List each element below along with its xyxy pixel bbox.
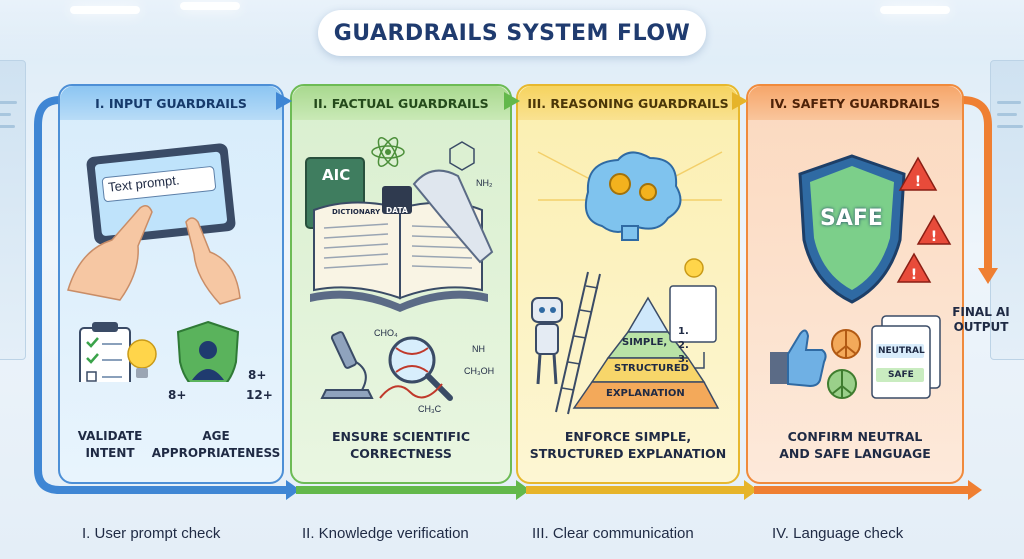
age-badge: 12+: [246, 388, 273, 402]
stage-caption: CONFIRM NEUTRAL AND SAFE LANGUAGE: [779, 429, 931, 461]
book-title-label: DICTIONARY: [332, 208, 381, 216]
stage-header: I. INPUT GUARDRAILS: [60, 86, 282, 120]
chem-label: CH₃OH: [464, 366, 495, 376]
stage-caption: ENSURE SCIENTIFIC CORRECTNESS: [331, 429, 471, 461]
list-item: 2.: [678, 340, 689, 351]
factual-illustration: [305, 137, 494, 401]
chem-label: NH₂: [476, 178, 493, 188]
chem-label: CHO₄: [374, 328, 398, 338]
age-badge: 8+: [248, 368, 267, 382]
list-item: 1.: [678, 326, 689, 337]
title-banner: GUARDRAILS SYSTEM FLOW: [318, 10, 706, 56]
right-output-arrow: [958, 96, 992, 272]
ceiling-light: [880, 6, 950, 14]
chem-label: CH₃C: [418, 404, 442, 414]
svg-text:!: !: [915, 174, 921, 190]
age-badge: 8+: [168, 388, 187, 402]
stage-header: II. FACTUAL GUARDRAILS: [292, 86, 510, 120]
stage-caption: ENFORCE SIMPLE, STRUCTURED EXPLANATION: [529, 429, 727, 461]
list-item: 3.: [678, 354, 689, 365]
shield-safe-text: SAFE: [820, 206, 883, 231]
age-appropriateness-label: AGE APPROPRIATENESS: [151, 429, 281, 460]
ceiling-light: [70, 6, 140, 14]
pyramid-level-label: STRUCTURED: [614, 363, 689, 374]
stage-reasoning-guardrails: III. REASONING GUARDRAILS: [516, 84, 740, 484]
svg-text:!: !: [931, 229, 937, 245]
pyramid-level-label: EXPLANATION: [606, 388, 685, 399]
bottom-caption-2: II. Knowledge verification: [302, 525, 469, 542]
stage-header: III. REASONING GUARDRAILS: [518, 86, 738, 120]
bottom-caption-3: III. Clear communication: [532, 525, 694, 542]
stage-safety-guardrails: IV. SAFETY GUARDRAILS !!! SAFE NEUTRAL S…: [746, 84, 964, 484]
book-cover-label: AIC: [322, 166, 351, 184]
reasoning-illustration: [531, 151, 723, 415]
chem-label: NH: [472, 344, 485, 354]
bottom-caption-4: IV. Language check: [772, 525, 904, 542]
right-wall-panel: [990, 60, 1024, 360]
bottom-arrow-head-4: [968, 480, 982, 500]
safety-illustration: !!!: [770, 154, 952, 399]
final-output-label: FINAL AI OUTPUT: [952, 305, 1010, 334]
left-wall-panel: [0, 60, 26, 360]
stage-factual-guardrails: II. FACTUAL GUARDRAILS: [290, 84, 512, 484]
input-illustration: [67, 143, 241, 382]
pyramid-level-label: SIMPLE,: [622, 337, 668, 348]
validate-intent-label: VALIDATE INTENT: [77, 429, 143, 460]
page-title: GUARDRAILS SYSTEM FLOW: [333, 20, 691, 46]
stage-header: IV. SAFETY GUARDRAILS: [748, 86, 962, 120]
safe-tag: SAFE: [888, 370, 914, 380]
data-chip-label: DATA: [386, 206, 408, 215]
ceiling-light: [180, 2, 240, 10]
bottom-caption-1: I. User prompt check: [82, 525, 221, 542]
svg-text:!: !: [911, 267, 917, 283]
stage-input-guardrails: I. INPUT GUARDRAILS Text prompt. 8+ 8+ 1…: [58, 84, 284, 484]
neutral-tag: NEUTRAL: [878, 346, 925, 356]
